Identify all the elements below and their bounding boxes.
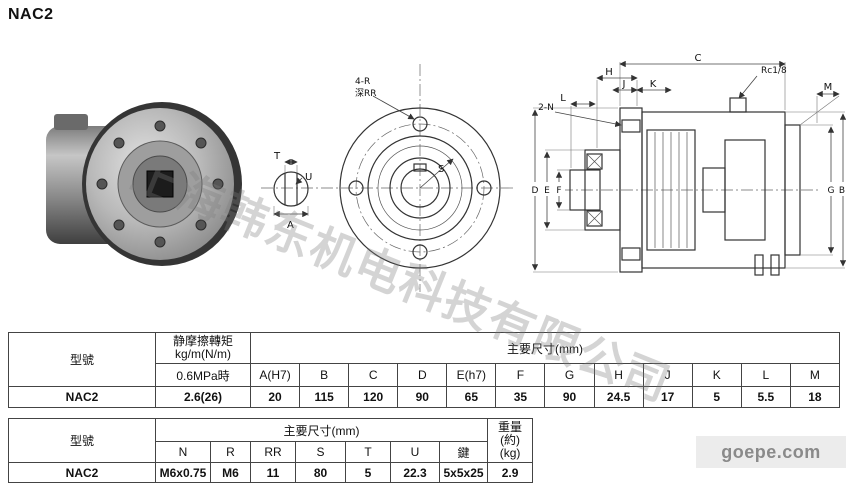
value-cell: 80 — [295, 462, 346, 483]
dim-label-2n: 2-N — [538, 103, 554, 113]
dim-label-t: T — [273, 151, 281, 162]
torque-header-line1: 静摩擦轉矩 — [172, 334, 233, 348]
front-view-drawing: 4-R 深RR S T U A — [261, 64, 515, 292]
col-header: T — [345, 441, 391, 463]
col-header: 鍵 — [438, 441, 489, 463]
col-header: A(H7) — [249, 363, 301, 387]
col-header: U — [390, 441, 440, 463]
dim-label-u: U — [305, 172, 312, 183]
torque-sub-header: 0.6MPa時 — [155, 363, 251, 387]
weight-header-line1: 重量(約) — [498, 420, 523, 447]
dim-label-j: J — [622, 79, 626, 90]
model-cell: NAC2 — [8, 386, 156, 408]
col-header: D — [397, 363, 448, 387]
model-header: 型號 — [8, 332, 156, 387]
torque-cell: 2.6(26) — [155, 386, 251, 408]
value-cell: 90 — [397, 386, 448, 408]
dim-label-d: D — [532, 186, 539, 196]
value-cell: 35 — [495, 386, 546, 408]
value-cell: 22.3 — [390, 462, 440, 483]
dims-header: 主要尺寸(mm) — [154, 418, 489, 442]
dim-label-m: M — [824, 82, 833, 93]
value-cell: 5 — [691, 386, 742, 408]
value-cell: 90 — [544, 386, 595, 408]
page-title: NAC2 — [8, 6, 54, 23]
col-header: G — [544, 363, 595, 387]
value-cell: 18 — [789, 386, 841, 408]
torque-header: 静摩擦轉矩 kg/m(N/m) — [155, 332, 251, 364]
clutch-photo-graphic — [46, 102, 242, 266]
col-header: M — [789, 363, 841, 387]
section-view-drawing: C H J K L 2-N Rc1/8 M D E F G B — [529, 53, 846, 276]
col-header: L — [740, 363, 791, 387]
col-header: S — [295, 441, 346, 463]
dim-label-s: S — [438, 164, 444, 175]
value-cell: 11 — [250, 462, 296, 483]
value-cell: 65 — [446, 386, 497, 408]
col-header: C — [348, 363, 399, 387]
model-header: 型號 — [8, 418, 156, 463]
front-view-geometry — [261, 64, 515, 292]
col-header: K — [691, 363, 742, 387]
weight-header-line2: (kg) — [499, 446, 521, 460]
value-cell: M6x0.75 — [155, 462, 211, 483]
value-cell: 5 — [345, 462, 391, 483]
col-header: B — [299, 363, 350, 387]
torque-header-line2: kg/m(N/m) — [175, 347, 231, 361]
dim-label-rc: Rc1/8 — [761, 66, 787, 76]
value-cell: 5.5 — [740, 386, 791, 408]
weight-cell: 2.9 — [487, 462, 534, 483]
col-header: E(h7) — [446, 363, 497, 387]
site-watermark-band: goepe.com — [696, 436, 846, 468]
front-note-depth: 深RR — [355, 88, 377, 99]
dim-label-g: G — [828, 186, 835, 196]
dim-label-a: A — [287, 220, 294, 231]
col-header: R — [210, 441, 251, 463]
dim-label-l: L — [560, 93, 566, 104]
dim-label-e: E — [544, 186, 550, 196]
value-cell: 17 — [642, 386, 693, 408]
value-cell: 20 — [249, 386, 301, 408]
value-cell: 120 — [348, 386, 399, 408]
site-watermark: goepe.com — [721, 441, 821, 462]
product-photo — [46, 102, 242, 266]
col-header: F — [495, 363, 546, 387]
dim-label-k: K — [650, 79, 657, 90]
weight-header: 重量(約) (kg) — [487, 418, 534, 463]
dim-label-c: C — [695, 53, 702, 64]
col-header: N — [155, 441, 211, 463]
spec-table-main: 型號 静摩擦轉矩 kg/m(N/m) 主要尺寸(mm) 0.6MPa時 A(H7… — [8, 332, 841, 408]
model-cell: NAC2 — [8, 462, 156, 483]
front-note-holes: 4-R — [355, 77, 370, 87]
dim-label-h: H — [605, 67, 613, 78]
spec-table-secondary: 型號 主要尺寸(mm) 重量(約) (kg) N R RR S T U 鍵 NA… — [8, 418, 534, 483]
dim-label-f: F — [556, 186, 561, 196]
col-header: RR — [250, 441, 296, 463]
col-header: J — [642, 363, 693, 387]
value-cell: 24.5 — [593, 386, 644, 408]
dims-header: 主要尺寸(mm) — [250, 332, 840, 364]
value-cell: M6 — [210, 462, 251, 483]
dim-label-b: B — [839, 186, 845, 196]
col-header: H — [593, 363, 644, 387]
value-cell: 5x5x25 — [438, 462, 489, 483]
section-geometry — [529, 60, 846, 276]
value-cell: 115 — [299, 386, 350, 408]
